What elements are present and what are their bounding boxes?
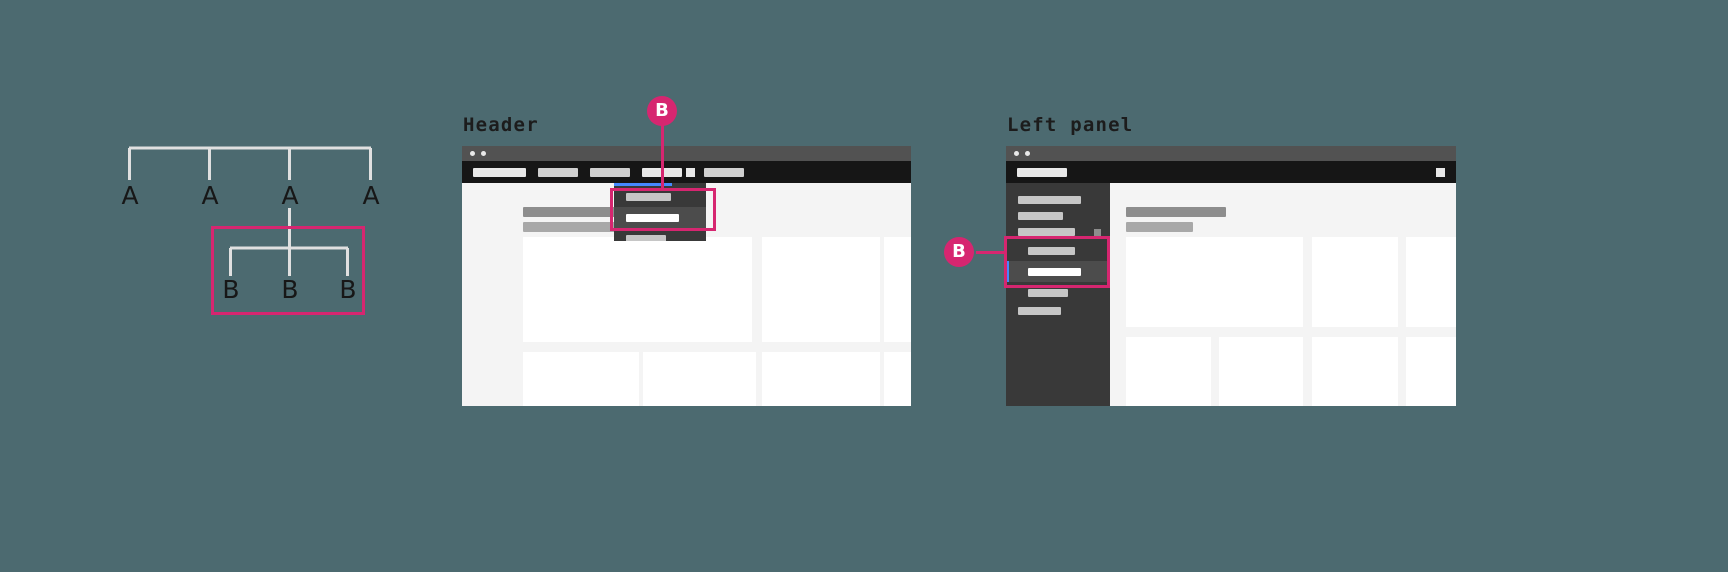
lp-content-card-4: [1126, 337, 1211, 406]
dropdown-active-indicator: [614, 183, 672, 186]
sidebar-nested-item-1[interactable]: [1006, 240, 1110, 261]
lp-content-card-7: [1406, 337, 1456, 406]
content-card-3: [884, 237, 911, 342]
left-panel-mock-content: [1006, 183, 1456, 406]
sidebar-nested-items-highlight: [1004, 236, 1110, 288]
navbar-item-2[interactable]: [538, 167, 578, 177]
lp-content-card-1: [1126, 237, 1303, 327]
dropdown-item-3-label: [626, 234, 666, 241]
sidebar-item-2-label: [1018, 212, 1063, 220]
sidebar-item-3[interactable]: [1006, 224, 1110, 240]
content-card-6: [762, 352, 880, 406]
content-card-5: [643, 352, 756, 406]
dropdown-item-2[interactable]: [614, 207, 706, 228]
lp-page-heading-line-2: [1126, 222, 1193, 232]
content-card-7: [884, 352, 911, 406]
navbar-square-icon[interactable]: [686, 167, 695, 177]
sidebar-item-1[interactable]: [1006, 192, 1110, 208]
content-card-4: [523, 352, 639, 406]
navbar-item-3[interactable]: [590, 167, 630, 177]
sidebar-nested-item-2-label: [1028, 267, 1081, 276]
dropdown-item-3[interactable]: [614, 228, 706, 241]
page-heading-line-2: [523, 222, 618, 232]
header-mockup-window: [462, 146, 911, 406]
left-panel-leader-line: [976, 251, 1007, 254]
page-heading-line-1: [523, 207, 666, 217]
dropdown-item-1-label: [626, 192, 671, 201]
navbar-item-1[interactable]: [473, 167, 526, 177]
header-mock-content: [462, 183, 911, 406]
section-title-left-panel: Left panel: [1007, 114, 1134, 136]
lp-content-card-5: [1219, 337, 1303, 406]
header-navbar[interactable]: [462, 161, 911, 183]
hierarchy-tree-diagram: [128, 146, 372, 276]
navbar-item-brand[interactable]: [1017, 167, 1067, 177]
left-sidebar: [1006, 183, 1110, 406]
dropdown-item-1[interactable]: [614, 186, 706, 207]
content-card-1: [523, 237, 752, 342]
content-card-2: [762, 237, 880, 342]
window-chrome-bar-2: [1006, 146, 1456, 161]
sidebar-nested-item-1-label: [1028, 246, 1075, 255]
header-leader-line: [661, 125, 664, 191]
window-dot-3: [1014, 151, 1019, 156]
tree-child-group-highlight: [211, 226, 365, 315]
navbar-square-icon-2[interactable]: [1436, 167, 1445, 177]
tree-node-b-3: B: [339, 275, 357, 304]
window-dot-2: [481, 151, 486, 156]
lp-content-card-2: [1312, 237, 1398, 327]
sidebar-item-4-label: [1018, 307, 1061, 315]
sidebar-nested-item-3[interactable]: [1006, 282, 1110, 303]
window-chrome-bar: [462, 146, 911, 161]
tree-node-b-2: B: [281, 275, 299, 304]
sidebar-nested-item-2[interactable]: [1006, 261, 1110, 282]
tree-node-a-4: A: [362, 181, 380, 210]
sidebar-item-2[interactable]: [1006, 208, 1110, 224]
tree-node-b-1: B: [222, 275, 240, 304]
sidebar-item-1-label: [1018, 196, 1081, 204]
left-panel-mockup-window: [1006, 146, 1456, 406]
header-dropdown-menu[interactable]: [614, 183, 706, 241]
sidebar-item-4[interactable]: [1006, 303, 1110, 319]
lp-page-heading-line-1: [1126, 207, 1226, 217]
left-panel-navbar[interactable]: [1006, 161, 1456, 183]
tree-node-a-1: A: [121, 181, 139, 210]
window-dot-4: [1025, 151, 1030, 156]
sidebar-item-3-label: [1018, 228, 1075, 236]
tree-node-a-2: A: [201, 181, 219, 210]
navbar-item-5[interactable]: [704, 167, 744, 177]
sidebar-chevron-down-icon[interactable]: [1094, 229, 1101, 236]
header-dropdown-highlight: [610, 188, 716, 231]
sidebar-active-indicator: [1006, 261, 1009, 282]
lp-content-card-3: [1406, 237, 1456, 327]
lp-content-card-6: [1312, 337, 1398, 406]
sidebar-nested-item-3-label: [1028, 288, 1068, 297]
section-title-header: Header: [463, 114, 539, 136]
tree-node-a-3: A: [281, 181, 299, 210]
window-dot-1: [470, 151, 475, 156]
dropdown-item-2-label: [626, 213, 679, 222]
left-panel-marker-b: B: [944, 237, 974, 267]
header-marker-b: B: [647, 96, 677, 126]
